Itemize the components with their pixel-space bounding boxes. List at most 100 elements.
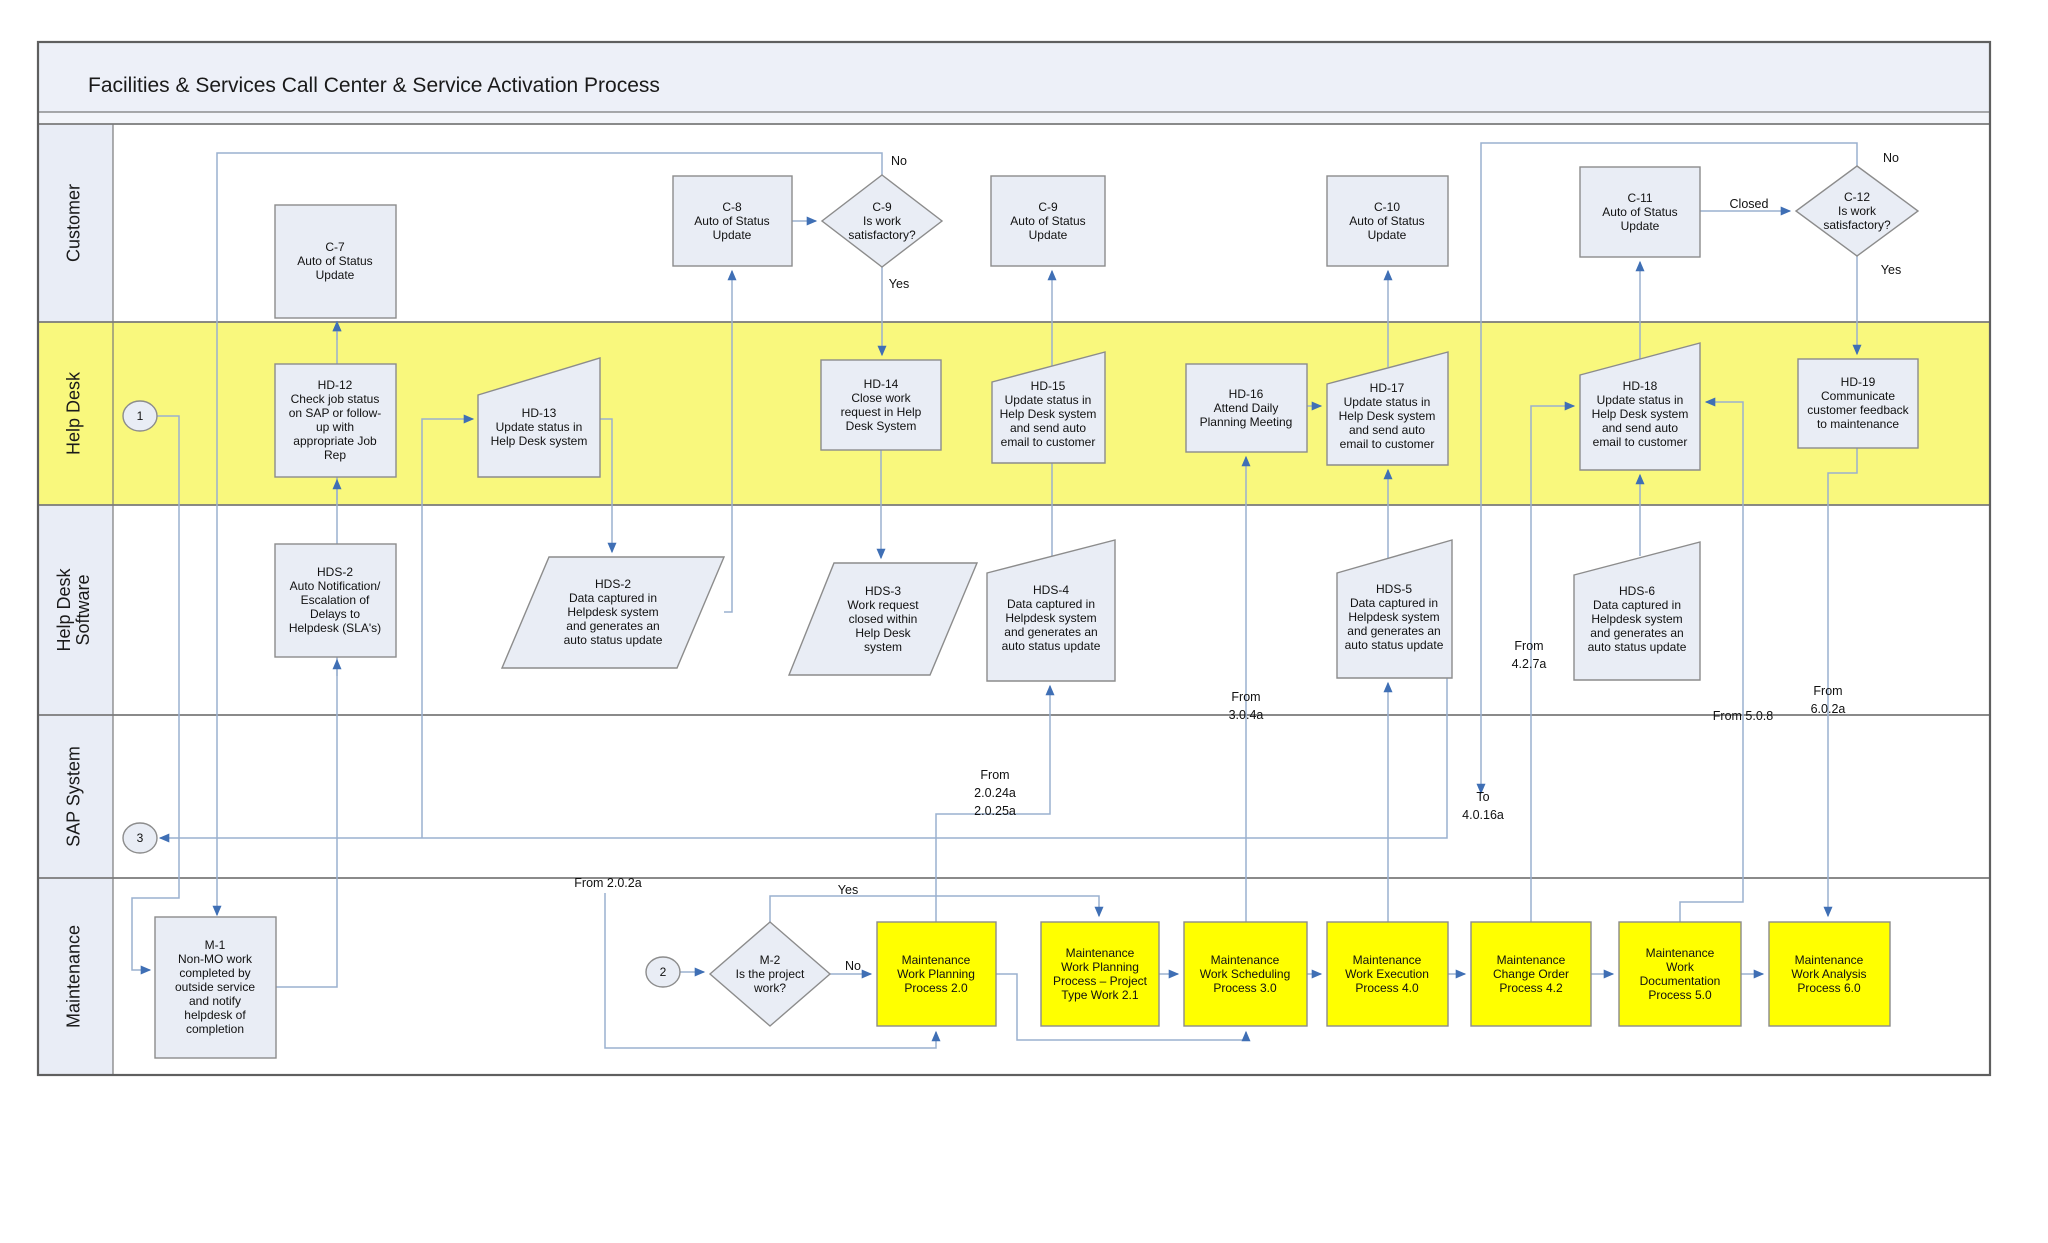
connector-feed-to-start3: [158, 678, 1448, 843]
label-c9-yes-text: Yes: [889, 277, 909, 291]
connector-m2-yes-to-p21: [769, 895, 1104, 922]
node-start-3[interactable]: 3: [122, 822, 158, 854]
connector-sap-to-hds4: [935, 684, 1055, 922]
lane-sap-system-text: SAP System: [64, 746, 84, 847]
connector-start1-to-m1: [131, 415, 180, 975]
label-from-2-0-2a: From 2.0.2a: [574, 876, 641, 890]
label-c12-no: No: [1883, 151, 1899, 165]
label-from-2-0-2a-text: From 2.0.2a: [574, 876, 641, 890]
label-c9-no-text: No: [891, 154, 907, 168]
label-c12-no-text: No: [1883, 151, 1899, 165]
lane-label-cell-help-desk-software: [38, 505, 113, 715]
label-c12-yes-text: Yes: [1881, 263, 1901, 277]
connector-c9-no-loop: [212, 152, 883, 917]
label-closed: Closed: [1730, 197, 1769, 211]
label-m2-no: No: [845, 959, 861, 973]
label-m2-no-text: No: [845, 959, 861, 973]
node-start-1[interactable]: 1: [122, 400, 158, 432]
lane-label-cell-maintenance: [38, 878, 113, 1075]
connector-hds2-data-to-c8: [724, 269, 737, 613]
lane-help-desk-text: Help Desk: [64, 371, 84, 455]
label-c12-yes: Yes: [1881, 263, 1901, 277]
lane-label-help-desk: Help Desk: [64, 371, 84, 455]
lane-label-customer: Customer: [64, 184, 84, 262]
connector-branch-to-hd13: [421, 414, 475, 838]
lane-help-desk-software-text: Help DeskSoftware: [54, 567, 93, 651]
lane-customer-text: Customer: [64, 184, 84, 262]
lane-label-cell-customer: [38, 124, 113, 322]
connector-p42-to-hd18-left: [1530, 401, 1576, 922]
node-start-2[interactable]: 2: [645, 956, 681, 988]
lane-maintenance-text: Maintenance: [64, 925, 84, 1028]
lane-label-maintenance: Maintenance: [64, 925, 84, 1028]
diagram-title: Facilities & Services Call Center & Serv…: [88, 74, 660, 97]
title-bar: [38, 42, 1990, 112]
start-3-text: 3: [137, 831, 144, 845]
connector-hd19-to-p60: [1823, 448, 1858, 918]
lane-sap-system: [113, 715, 1990, 878]
start-2-text: 2: [660, 965, 667, 979]
connector-p50-to-hd18-right: [1679, 397, 1744, 922]
label-m2-yes: Yes: [838, 883, 858, 897]
